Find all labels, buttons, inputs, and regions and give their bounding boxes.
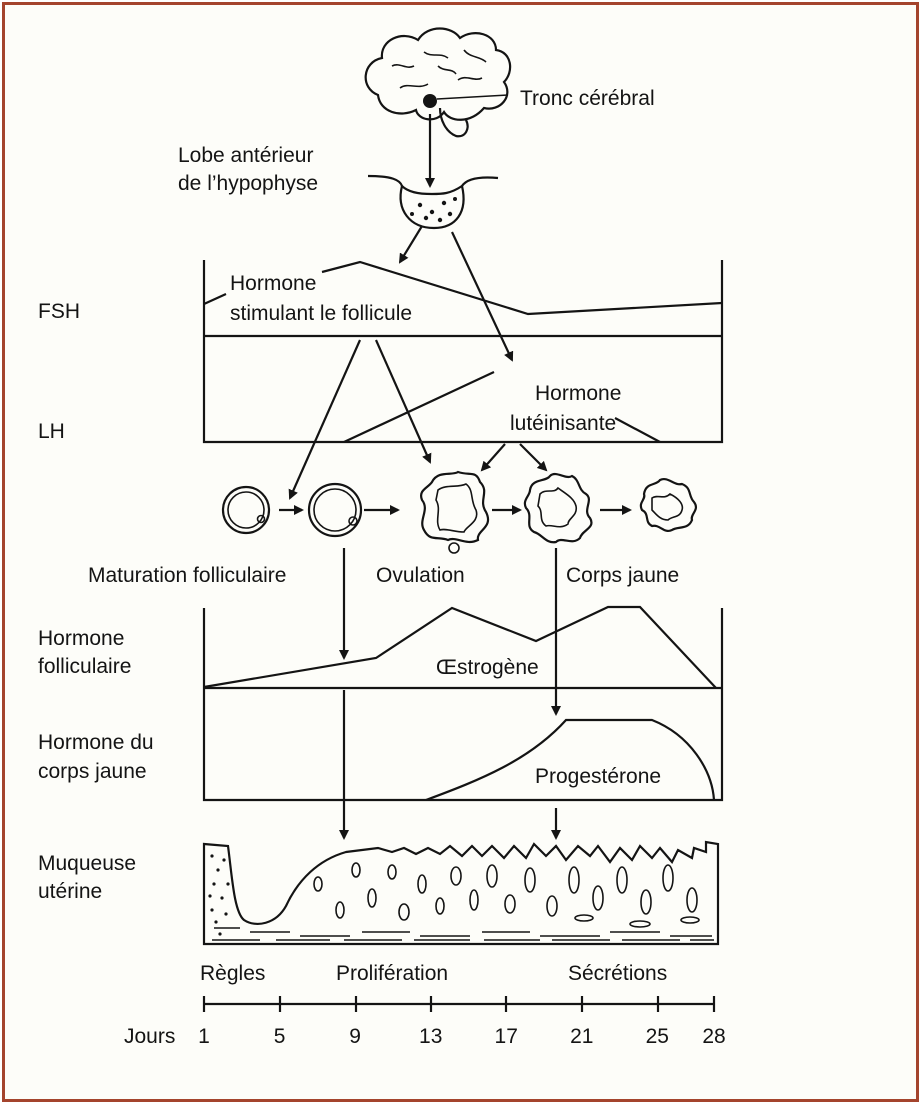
pituitary-stalk <box>368 176 498 186</box>
label-brainstem: Tronc cérébral <box>520 87 655 110</box>
label-lh: LH <box>38 420 65 443</box>
day-tick-label: 1 <box>198 1025 210 1048</box>
label-phase-proliferation: Prolifération <box>336 962 448 985</box>
label-corpus-luteum: Corps jaune <box>566 564 679 587</box>
day-tick-label: 17 <box>495 1025 518 1048</box>
label-mucosa-line2: utérine <box>38 880 102 903</box>
label-follicular-line1: Hormone <box>38 627 124 650</box>
arrow-fsh-to-ovulation <box>376 340 430 462</box>
label-lh-name-line1: Hormone <box>535 382 621 405</box>
day-tick-label: 9 <box>349 1025 361 1048</box>
label-luteal-line2: corps jaune <box>38 760 147 783</box>
day-axis <box>204 996 714 1012</box>
progesterone-curve <box>426 720 714 800</box>
label-phase-menses: Règles <box>200 962 265 985</box>
label-fsh-name-line1: Hormone <box>230 272 316 295</box>
label-luteal-line1: Hormone du <box>38 731 154 754</box>
day-tick-label: 25 <box>646 1025 669 1048</box>
follicle-sequence <box>223 472 696 553</box>
arrow-fsh-to-follicle <box>290 340 360 498</box>
day-tick-label: 21 <box>570 1025 593 1048</box>
label-fsh: FSH <box>38 300 80 323</box>
label-follicular-line2: folliculaire <box>38 655 131 678</box>
label-pituitary-line1: Lobe antérieur <box>178 144 313 167</box>
label-pituitary-line2: de l’hypophyse <box>178 172 318 195</box>
label-mucosa-line1: Muqueuse <box>38 852 136 875</box>
arrow-pituitary-to-lh <box>452 232 512 360</box>
pituitary-gland <box>401 186 464 228</box>
arrow-lh-to-ovulation <box>482 444 505 470</box>
day-tick-labels: 1 5 9 13 17 21 25 28 <box>198 1025 726 1048</box>
brain-illustration <box>366 29 510 137</box>
label-phase-secretion: Sécrétions <box>568 962 667 985</box>
arrow-pituitary-to-fsh <box>400 226 422 262</box>
day-tick-label: 13 <box>419 1025 442 1048</box>
label-maturation: Maturation folliculaire <box>88 564 286 587</box>
day-tick-label: 5 <box>274 1025 286 1048</box>
brainstem-dot <box>423 94 437 108</box>
label-estrogen: Œstrogène <box>436 656 539 679</box>
label-progesterone: Progestérone <box>535 765 661 788</box>
day-tick-label: 28 <box>702 1025 725 1048</box>
pituitary-dots <box>410 197 457 222</box>
brainstem-pointer <box>437 95 508 99</box>
label-days: Jours <box>124 1025 175 1048</box>
label-lh-name-line2: lutéinisante <box>510 412 616 435</box>
label-ovulation: Ovulation <box>376 564 465 587</box>
label-fsh-name-line2: stimulant le follicule <box>230 302 412 325</box>
uterine-mucosa-illustration <box>204 842 718 944</box>
arrow-lh-to-corpus-luteum <box>520 444 546 470</box>
